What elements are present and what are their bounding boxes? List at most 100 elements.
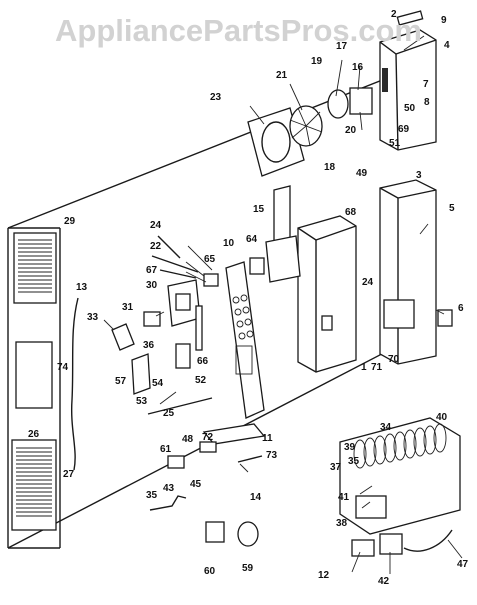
watermark-text: AppliancePartsPros.com [55,13,422,48]
wire-13 [70,297,79,471]
callout-68: 68 [345,207,357,218]
callout-10: 10 [223,238,235,249]
callout-14: 14 [250,492,262,503]
part-64 [249,257,265,275]
callout-27: 27 [63,469,75,480]
callout-9: 9 [441,15,447,26]
part-65 [203,273,219,287]
part-52 [175,343,191,369]
callout-25: 25 [163,408,175,419]
callout-54: 54 [152,378,164,389]
callout-17: 17 [336,41,348,52]
callout-16: 16 [352,62,364,73]
part-6 [437,309,453,327]
burner-assembly [339,417,461,557]
lower-grille-27 [11,439,57,531]
callout-69: 69 [398,124,410,135]
part-33 [111,323,135,351]
callout-36: 36 [143,340,155,351]
callout-26: 26 [28,429,40,440]
center-panel-68 [297,215,357,373]
callout-52: 52 [195,375,207,386]
callout-35a: 35 [348,456,360,467]
knob-59 [237,521,259,547]
callout-34: 34 [380,422,392,433]
callout-5: 5 [449,203,455,214]
callout-72: 72 [202,432,214,443]
rod-73 [237,455,263,463]
callout-2: 2 [391,9,397,20]
part-35-43 [149,495,187,511]
callout-12: 12 [318,570,330,581]
part-31 [143,311,161,327]
callout-73: 73 [266,450,278,461]
callout-51: 51 [389,138,401,149]
callout-37: 37 [330,462,342,473]
callout-41: 41 [338,492,350,503]
callout-43: 43 [163,483,175,494]
callout-6: 6 [458,303,464,314]
blower-assembly [247,87,373,177]
upper-grille-29 [13,232,57,304]
rod-67 [159,269,197,279]
callout-49: 49 [356,168,368,179]
callout-20: 20 [345,125,357,136]
callout-labels: 2 9 4 17 16 19 7 21 8 50 23 20 69 51 18 … [28,9,469,587]
callout-13: 13 [76,282,88,293]
callout-71: 71 [371,362,383,373]
callout-74: 74 [57,362,69,373]
front-panel-26 [15,341,53,409]
callout-66: 66 [197,356,209,367]
knob-60 [205,521,225,543]
callout-18: 18 [324,162,336,173]
callout-65: 65 [204,254,216,265]
rod-25 [147,397,213,415]
callout-11: 11 [262,433,273,444]
part-61 [167,455,185,469]
callout-47: 47 [457,559,469,570]
control-panel-10 [225,261,265,419]
callout-24a: 24 [150,220,162,231]
rod-22 [151,255,199,273]
callout-15: 15 [253,204,265,215]
callout-50: 50 [404,103,416,114]
callout-23: 23 [210,92,222,103]
callout-70: 70 [388,354,400,365]
callout-8: 8 [424,97,430,108]
tray-11 [202,423,266,445]
callout-33: 33 [87,312,99,323]
callout-38: 38 [336,518,348,529]
callout-7: 7 [423,79,429,90]
callout-64: 64 [246,234,258,245]
callout-24b: 24 [362,277,374,288]
callout-39: 39 [344,442,356,453]
rod-24 [157,235,181,259]
callout-19: 19 [311,56,323,67]
callout-42: 42 [378,576,390,587]
callout-35b: 35 [146,490,158,501]
callout-40: 40 [436,412,448,423]
callout-22: 22 [150,241,162,252]
callout-60: 60 [204,566,216,577]
callout-4: 4 [444,40,450,51]
callout-29: 29 [64,216,76,227]
callout-3: 3 [416,170,422,181]
part-66 [195,305,203,351]
part-48 [199,441,217,453]
callout-57: 57 [115,376,127,387]
callout-61: 61 [160,444,172,455]
callout-45: 45 [190,479,202,490]
part-9 [396,10,424,26]
part-57 [131,353,151,395]
back-panel-5 [379,179,437,365]
callout-21: 21 [276,70,288,81]
callout-67: 67 [146,265,158,276]
callout-53: 53 [136,396,148,407]
callout-48: 48 [182,434,194,445]
bracket-30 [167,279,201,327]
vent-box-4 [379,29,437,151]
callout-31: 31 [122,302,134,313]
flue-15 [265,185,301,283]
